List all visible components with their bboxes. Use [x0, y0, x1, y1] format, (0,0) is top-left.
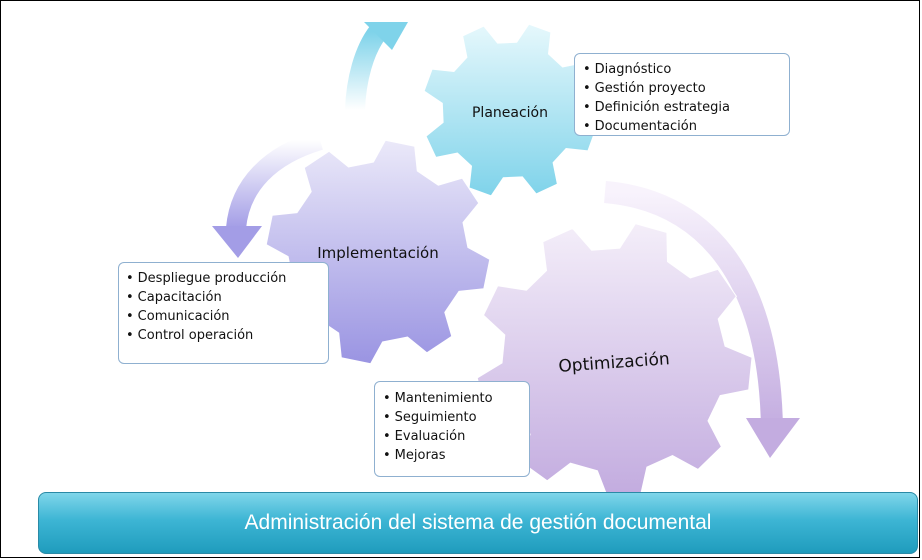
- arrow-to-optimizacion-icon: [603, 181, 800, 458]
- list-item: Despliegue producción: [126, 269, 321, 288]
- list-item: Documentación: [583, 117, 781, 136]
- process-banner: Administración del sistema de gestión do…: [38, 492, 918, 554]
- arrow-to-implementacion-icon: [212, 130, 324, 258]
- optimizacion-gear-icon: [476, 223, 753, 499]
- list-item: Capacitación: [126, 288, 321, 307]
- optimizacion-tasks-box: Mantenimiento Seguimiento Evaluación Mej…: [374, 381, 530, 477]
- arrow-to-planeacion-icon: [345, 22, 408, 111]
- implementacion-tasks-box: Despliegue producción Capacitación Comun…: [118, 262, 329, 364]
- list-item: Diagnóstico: [583, 60, 781, 79]
- planeacion-gear-icon: [423, 23, 597, 197]
- list-item: Mantenimiento: [383, 389, 521, 408]
- banner-title: Administración del sistema de gestión do…: [244, 511, 712, 534]
- implementacion-label: Implementación: [317, 244, 438, 262]
- list-item: Evaluación: [383, 427, 521, 446]
- planeacion-tasks-box: Diagnóstico Gestión proyecto Definición …: [574, 53, 790, 136]
- list-item: Definición estrategia: [583, 98, 781, 117]
- list-item: Seguimiento: [383, 408, 521, 427]
- list-item: Mejoras: [383, 446, 521, 465]
- planeacion-label: Planeación: [472, 105, 548, 121]
- list-item: Control operación: [126, 326, 321, 345]
- list-item: Comunicación: [126, 307, 321, 326]
- list-item: Gestión proyecto: [583, 79, 781, 98]
